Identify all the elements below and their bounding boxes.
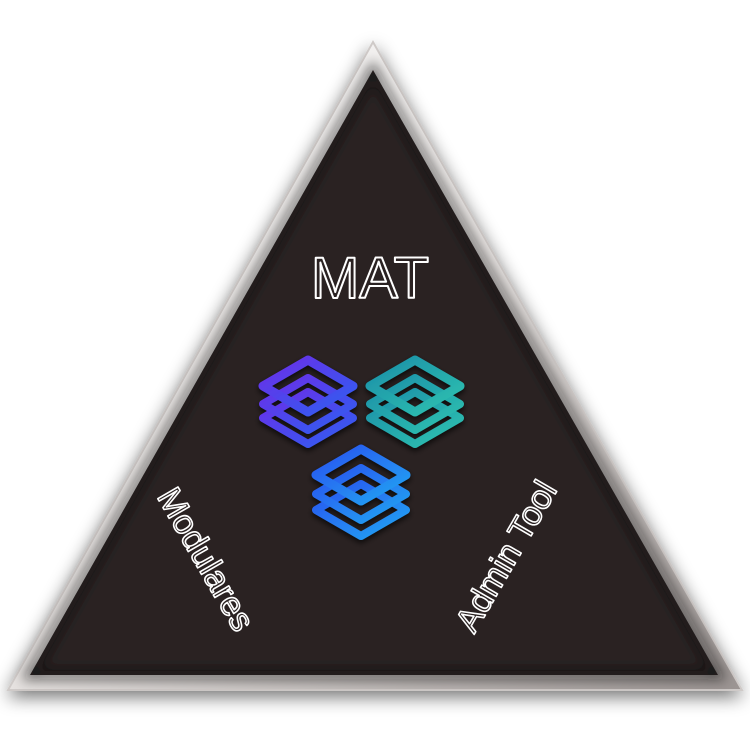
stacked-layers-icon <box>258 355 465 540</box>
layer-stack-purple <box>258 355 358 448</box>
triangle-badge <box>6 39 744 691</box>
layer-stack-blue <box>311 444 411 540</box>
layer-stack-teal <box>365 355 465 448</box>
logo-title: MAT <box>311 246 429 311</box>
